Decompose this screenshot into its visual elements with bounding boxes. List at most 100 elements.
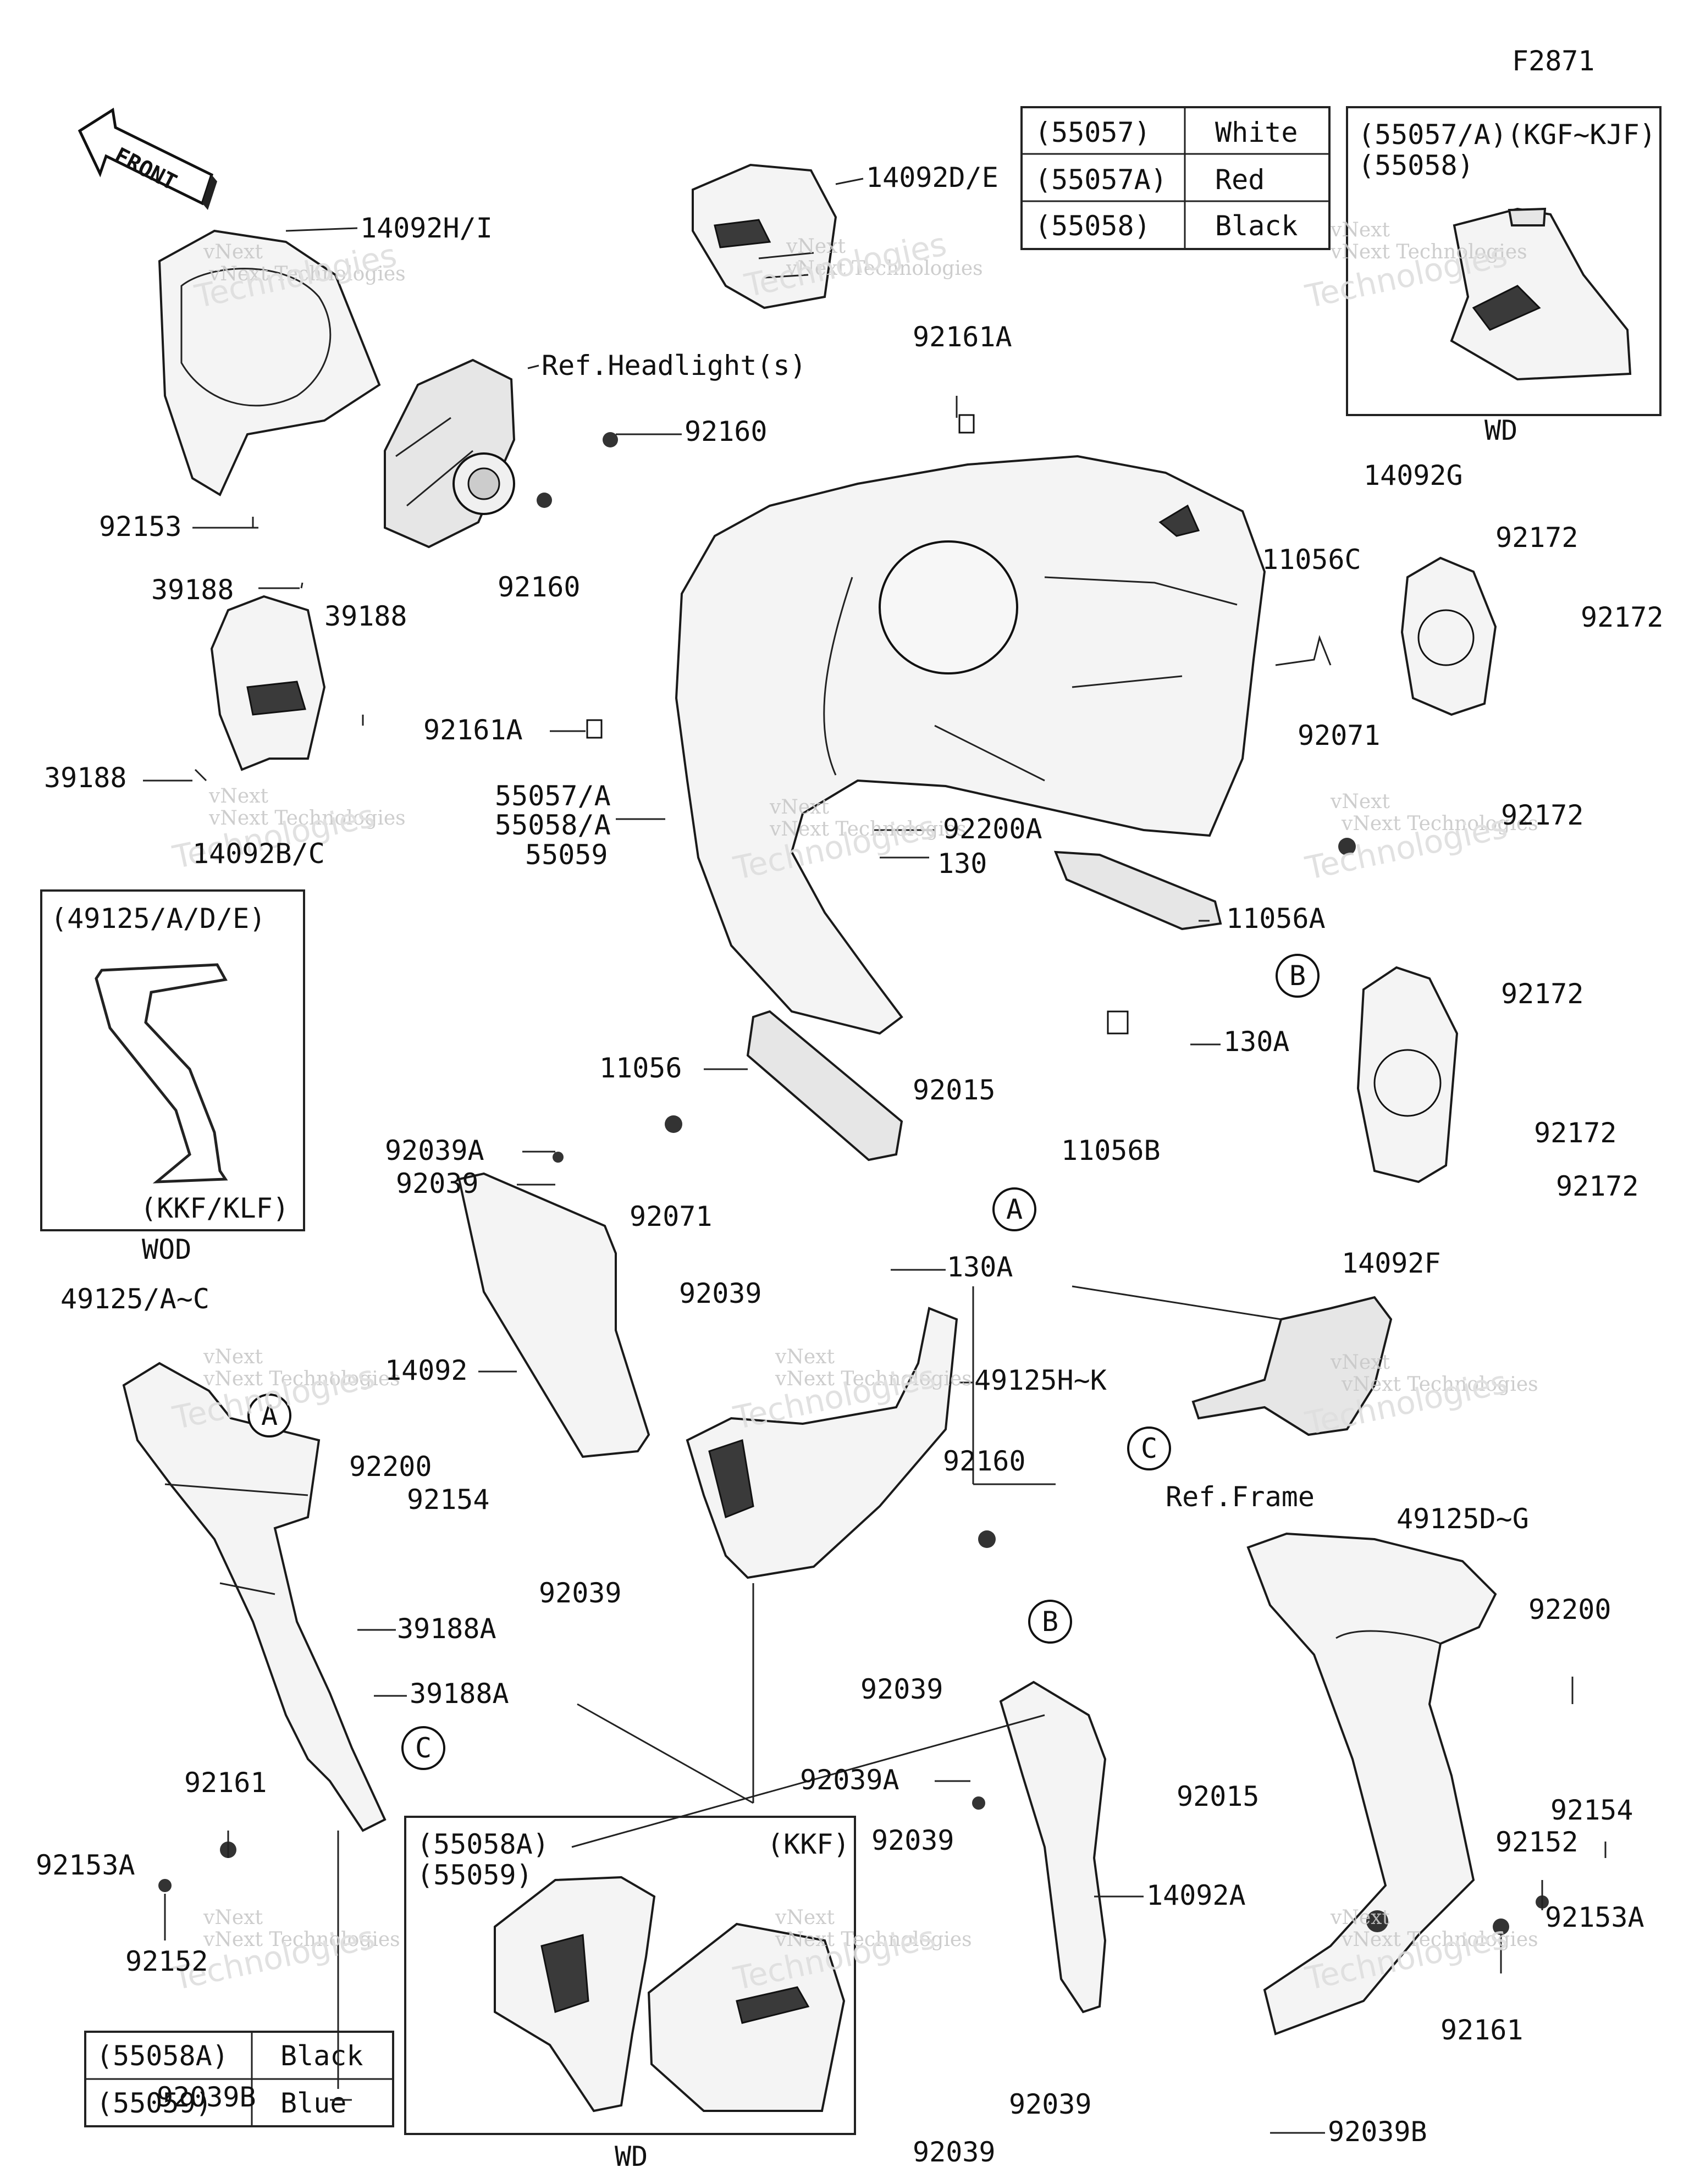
inset-line2: (55058) — [1358, 150, 1474, 181]
figure-number: F2871 — [1512, 45, 1595, 77]
part-label: 14092H/I — [360, 212, 493, 244]
part-label: 49125H~K — [974, 1364, 1107, 1396]
part-label: 92015 — [913, 1074, 996, 1106]
svg-text:vNext Technologies: vNext Technologies — [786, 257, 983, 280]
ref-marker-A1: A — [247, 1394, 291, 1437]
color-name: Red — [1215, 164, 1265, 196]
part-label: 11056C — [1262, 544, 1361, 576]
svg-text:vNext Technologies: vNext Technologies — [1341, 1928, 1538, 1951]
fastener-icons — [158, 414, 1549, 1935]
inset-tag: (KKF) — [767, 1828, 850, 1860]
part-label: 92039A — [800, 1764, 899, 1796]
color-code: (55057A) — [1035, 164, 1167, 196]
part-label: 92172 — [1534, 1117, 1617, 1149]
inset-line1: (55058A) — [417, 1828, 549, 1860]
svg-text:vNext Technologies: vNext Technologies — [208, 263, 406, 285]
svg-text:vNext: vNext — [786, 235, 846, 258]
color-code: (55057) — [1035, 117, 1151, 148]
svg-text:vNext: vNext — [203, 241, 263, 263]
color-code: (55058) — [1035, 210, 1151, 242]
part-label: 11056 — [599, 1052, 682, 1084]
part-label: 92200A — [943, 813, 1042, 845]
part-label: 92154 — [407, 1484, 490, 1516]
part-49125HK — [686, 1307, 958, 1579]
part-label: 14092B/C — [192, 838, 325, 870]
part-label: 92039 — [1009, 2088, 1092, 2120]
part-label: 92039 — [679, 1278, 762, 1309]
part-label: 92039B — [157, 2081, 256, 2113]
part-label: 55058/A — [495, 809, 611, 841]
svg-text:vNext Technologies: vNext Technologies — [775, 1928, 972, 1951]
part-label: 11056A — [1226, 903, 1326, 935]
part-label: 14092F — [1342, 1247, 1441, 1279]
part-label: 55057/A — [495, 780, 611, 812]
part-label: 92015 — [1177, 1781, 1260, 1812]
part-label: 11056B — [1061, 1135, 1161, 1166]
part-14092G — [1400, 556, 1497, 716]
ref-marker-B2: B — [1028, 1600, 1072, 1644]
inset-bottom: (55058A) (55059) (KKF) WD — [404, 1816, 856, 2172]
part-49125DG — [1246, 1532, 1497, 2036]
part-14092HI — [158, 229, 381, 496]
part-label: Ref.Frame — [1166, 1481, 1315, 1513]
color-table-bottom: (55058A) Black (55059) Blue — [84, 2031, 394, 2127]
part-label: 92172 — [1581, 601, 1664, 633]
color-table-top: (55057) White (55057A) Red (55058) Black — [1020, 106, 1331, 250]
part-headlight — [384, 358, 516, 549]
part-label: 92172 — [1495, 522, 1578, 554]
svg-text:vNext: vNext — [1330, 1351, 1390, 1374]
part-49125AC — [122, 1362, 387, 1832]
inset-line1: (55057/A)(KGF~KJF) — [1358, 119, 1656, 151]
inset-line1: (49125/A/D/E) — [51, 903, 266, 935]
part-label: 92071 — [630, 1201, 713, 1232]
svg-text:vNext: vNext — [203, 1346, 263, 1368]
ref-marker-B1: B — [1276, 954, 1320, 998]
part-label: 14092A — [1146, 1879, 1246, 1911]
inset-line2: (55059) — [417, 1859, 533, 1891]
part-label: 49125/A~C — [60, 1283, 209, 1315]
inset-left: (49125/A/D/E) (KKF/KLF) WOD — [40, 889, 305, 1265]
part-11056A — [1053, 850, 1222, 931]
svg-text:B: B — [1289, 960, 1306, 992]
part-14092 — [457, 1172, 650, 1458]
part-label: 39188 — [44, 762, 127, 794]
svg-text:vNext Technologies: vNext Technologies — [203, 1928, 400, 1951]
part-label: 92200 — [349, 1451, 432, 1483]
part-label: 92172 — [1556, 1170, 1639, 1202]
part-14092DE — [692, 163, 837, 309]
svg-text:vNext Technologies: vNext Technologies — [769, 818, 967, 841]
part-label: 92160 — [498, 571, 581, 603]
part-label: 130A — [1223, 1026, 1289, 1058]
part-label: 92161 — [184, 1767, 267, 1799]
part-labels: 14092H/I 14092D/E Ref.Headlight(s) 92161… — [36, 162, 1664, 2168]
svg-text:C: C — [415, 1732, 432, 1764]
leader-lines — [143, 178, 1607, 2134]
svg-text:vNext Technologies: vNext Technologies — [1330, 241, 1527, 263]
inset-top-right: (55057/A)(KGF~KJF) (55058) WD — [1346, 106, 1662, 446]
part-label: 92161 — [1440, 2014, 1524, 2046]
part-label: 14092D/E — [866, 162, 998, 193]
part-label: 92160 — [685, 416, 768, 447]
part-label: 39188A — [410, 1678, 509, 1710]
part-label: Ref.Headlight(s) — [542, 350, 807, 381]
inset-caption: WOD — [142, 1234, 191, 1265]
part-label: 130A — [947, 1251, 1013, 1283]
color-name: White — [1215, 117, 1298, 148]
inset-caption: WD — [1484, 414, 1517, 446]
svg-text:vNext Technologies: vNext Technologies — [1341, 812, 1538, 835]
svg-text:vNext: vNext — [208, 785, 268, 808]
svg-text:B: B — [1042, 1606, 1058, 1638]
svg-text:vNext: vNext — [769, 796, 829, 819]
part-label: 92161A — [423, 714, 523, 746]
part-label: 92172 — [1501, 799, 1584, 831]
color-name: Blue — [280, 2087, 346, 2119]
part-label: 92039 — [913, 2136, 996, 2168]
svg-text:vNext Technologies: vNext Technologies — [775, 1368, 972, 1390]
part-label: 49125D~G — [1397, 1503, 1529, 1535]
color-code: (55058A) — [96, 2040, 229, 2072]
svg-text:vNext Technologies: vNext Technologies — [203, 1368, 400, 1390]
svg-text:vNext: vNext — [1330, 1906, 1390, 1929]
part-14092A — [999, 1680, 1107, 2014]
part-label: 92152 — [125, 1945, 208, 1977]
